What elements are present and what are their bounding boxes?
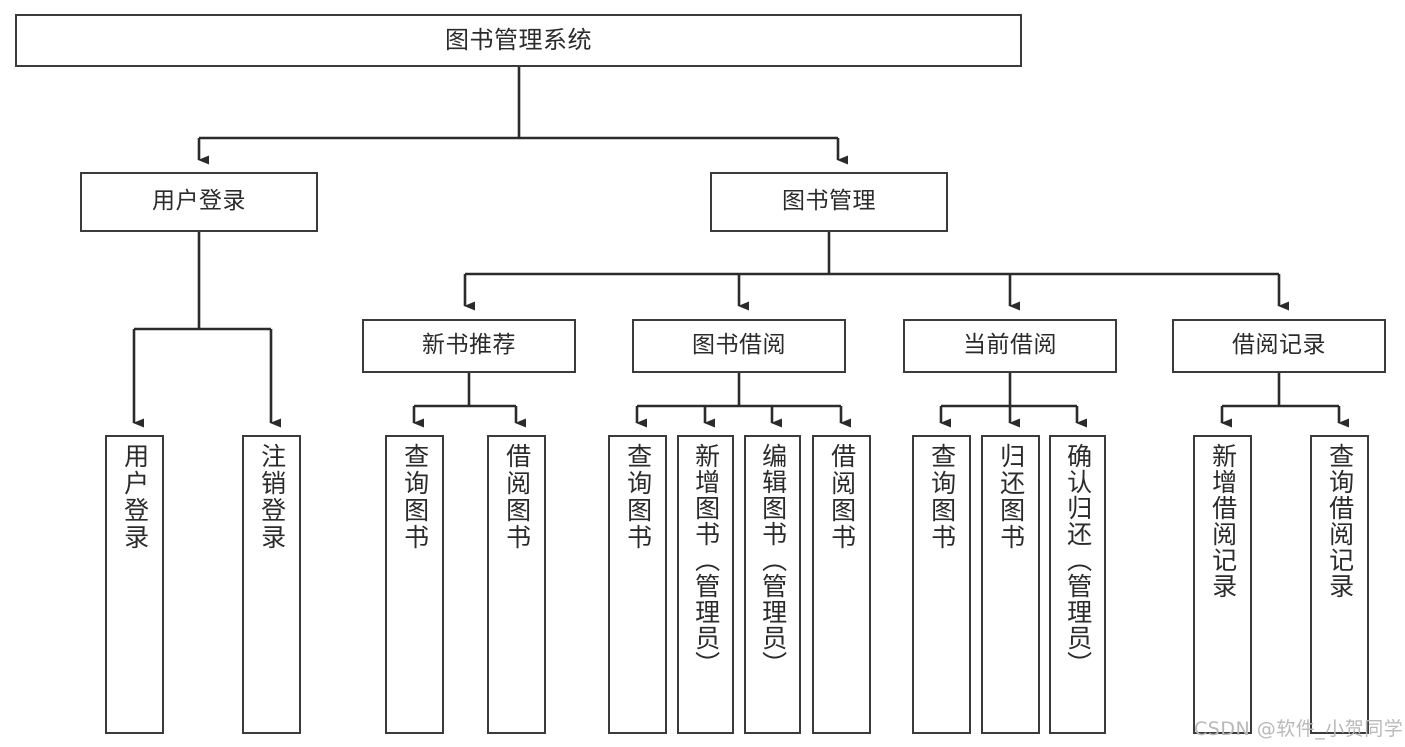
leaf-edit-book-admin[interactable]: 编辑图书（管理员） bbox=[744, 435, 801, 734]
node-label: 借阅图书 bbox=[827, 443, 857, 551]
node-label: 确认归还（管理员） bbox=[1063, 443, 1093, 677]
leaf-borrow-book[interactable]: 借阅图书 bbox=[812, 435, 871, 734]
leaf-query-book-current[interactable]: 查询图书 bbox=[912, 435, 971, 734]
node-label: 图书管理系统 bbox=[445, 26, 592, 55]
node-current-borrow[interactable]: 当前借阅 bbox=[903, 319, 1117, 373]
node-root-system[interactable]: 图书管理系统 bbox=[15, 14, 1022, 67]
node-label: 用户登录 bbox=[152, 188, 246, 215]
node-label: 编辑图书（管理员） bbox=[758, 443, 788, 677]
node-borrow-record[interactable]: 借阅记录 bbox=[1172, 319, 1386, 373]
node-user-login[interactable]: 用户登录 bbox=[80, 172, 318, 232]
leaf-add-book-admin[interactable]: 新增图书（管理员） bbox=[677, 435, 734, 734]
leaf-logout[interactable]: 注销登录 bbox=[242, 435, 301, 734]
leaf-add-borrow-record[interactable]: 新增借阅记录 bbox=[1193, 435, 1252, 734]
node-label: 当前借阅 bbox=[963, 332, 1057, 359]
leaf-confirm-return-admin[interactable]: 确认归还（管理员） bbox=[1049, 435, 1106, 734]
node-label: 图书管理 bbox=[782, 188, 876, 215]
leaf-query-book-recommend[interactable]: 查询图书 bbox=[385, 435, 444, 734]
node-label: 图书借阅 bbox=[692, 332, 786, 359]
node-label: 新书推荐 bbox=[422, 332, 516, 359]
node-label: 借阅记录 bbox=[1232, 332, 1326, 359]
node-new-book-recommend[interactable]: 新书推荐 bbox=[362, 319, 576, 373]
leaf-return-book[interactable]: 归还图书 bbox=[981, 435, 1040, 734]
leaf-borrow-book-recommend[interactable]: 借阅图书 bbox=[487, 435, 546, 734]
node-label: 用户登录 bbox=[120, 443, 150, 551]
node-book-management[interactable]: 图书管理 bbox=[710, 172, 948, 232]
leaf-user-login[interactable]: 用户登录 bbox=[105, 435, 164, 734]
node-label: 新增图书（管理员） bbox=[691, 443, 721, 677]
node-label: 查询图书 bbox=[400, 443, 430, 551]
csdn-watermark: CSDN @软件_小贺同学 bbox=[1194, 718, 1404, 740]
node-book-borrow[interactable]: 图书借阅 bbox=[632, 319, 846, 373]
node-label: 查询图书 bbox=[927, 443, 957, 551]
node-label: 查询借阅记录 bbox=[1325, 443, 1355, 599]
leaf-query-book-borrow[interactable]: 查询图书 bbox=[608, 435, 667, 734]
node-label: 归还图书 bbox=[996, 443, 1026, 551]
node-label: 查询图书 bbox=[623, 443, 653, 551]
node-label: 借阅图书 bbox=[502, 443, 532, 551]
node-label: 新增借阅记录 bbox=[1208, 443, 1238, 599]
node-label: 注销登录 bbox=[257, 443, 287, 551]
leaf-query-borrow-record[interactable]: 查询借阅记录 bbox=[1310, 435, 1369, 734]
